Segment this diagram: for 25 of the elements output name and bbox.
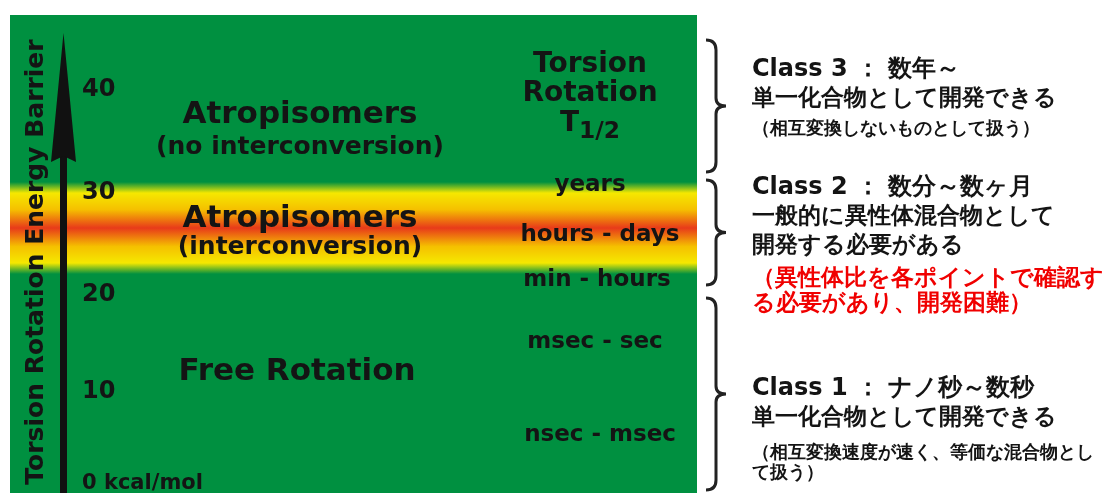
half-life-label: min - hours	[523, 266, 671, 292]
class-heading: Class 2 ： 数分～数ヶ月	[752, 172, 1034, 200]
axis-tick-label: 10	[82, 376, 116, 404]
class-description: 一般的に異性体混合物として	[752, 203, 1055, 229]
class-heading: Class 1 ： ナノ秒～数秒	[752, 373, 1035, 401]
class-description: 単一化合物として開発できる	[752, 404, 1057, 430]
axis-title: Torsion Rotation Energy Barrier	[21, 39, 49, 485]
half-life-label: hours - days	[520, 221, 680, 247]
class-heading: Class 3 ： 数年～	[752, 54, 961, 82]
region-title: Free Rotation	[178, 351, 416, 387]
region-title: Atropisomers	[182, 198, 418, 234]
half-life-label: msec - sec	[527, 328, 663, 354]
region-subtitle: (interconversion)	[177, 232, 423, 260]
half-life-label: nsec - msec	[524, 421, 676, 447]
axis-tick-label: 20	[82, 279, 116, 307]
column-heading: Torsion Rotation T$_{1/2}$	[521, 48, 659, 142]
region-title: Atropisomers	[182, 94, 418, 130]
warning-note: （異性体比を各ポイントで確認する必要があり、開発困難）	[752, 264, 1105, 316]
class-note: （相互変換速度が速く、等価な混合物として扱う）	[752, 442, 1095, 482]
axis-tick-label: 40	[82, 74, 116, 102]
class-description: 単一化合物として開発できる	[752, 85, 1057, 111]
class-note: （相互変換しないものとして扱う）	[752, 118, 1040, 138]
region-subtitle: (no interconversion)	[156, 132, 444, 160]
axis-tick-label: 0 kcal/mol	[82, 471, 203, 493]
class-description: 開発する必要がある	[752, 232, 964, 258]
